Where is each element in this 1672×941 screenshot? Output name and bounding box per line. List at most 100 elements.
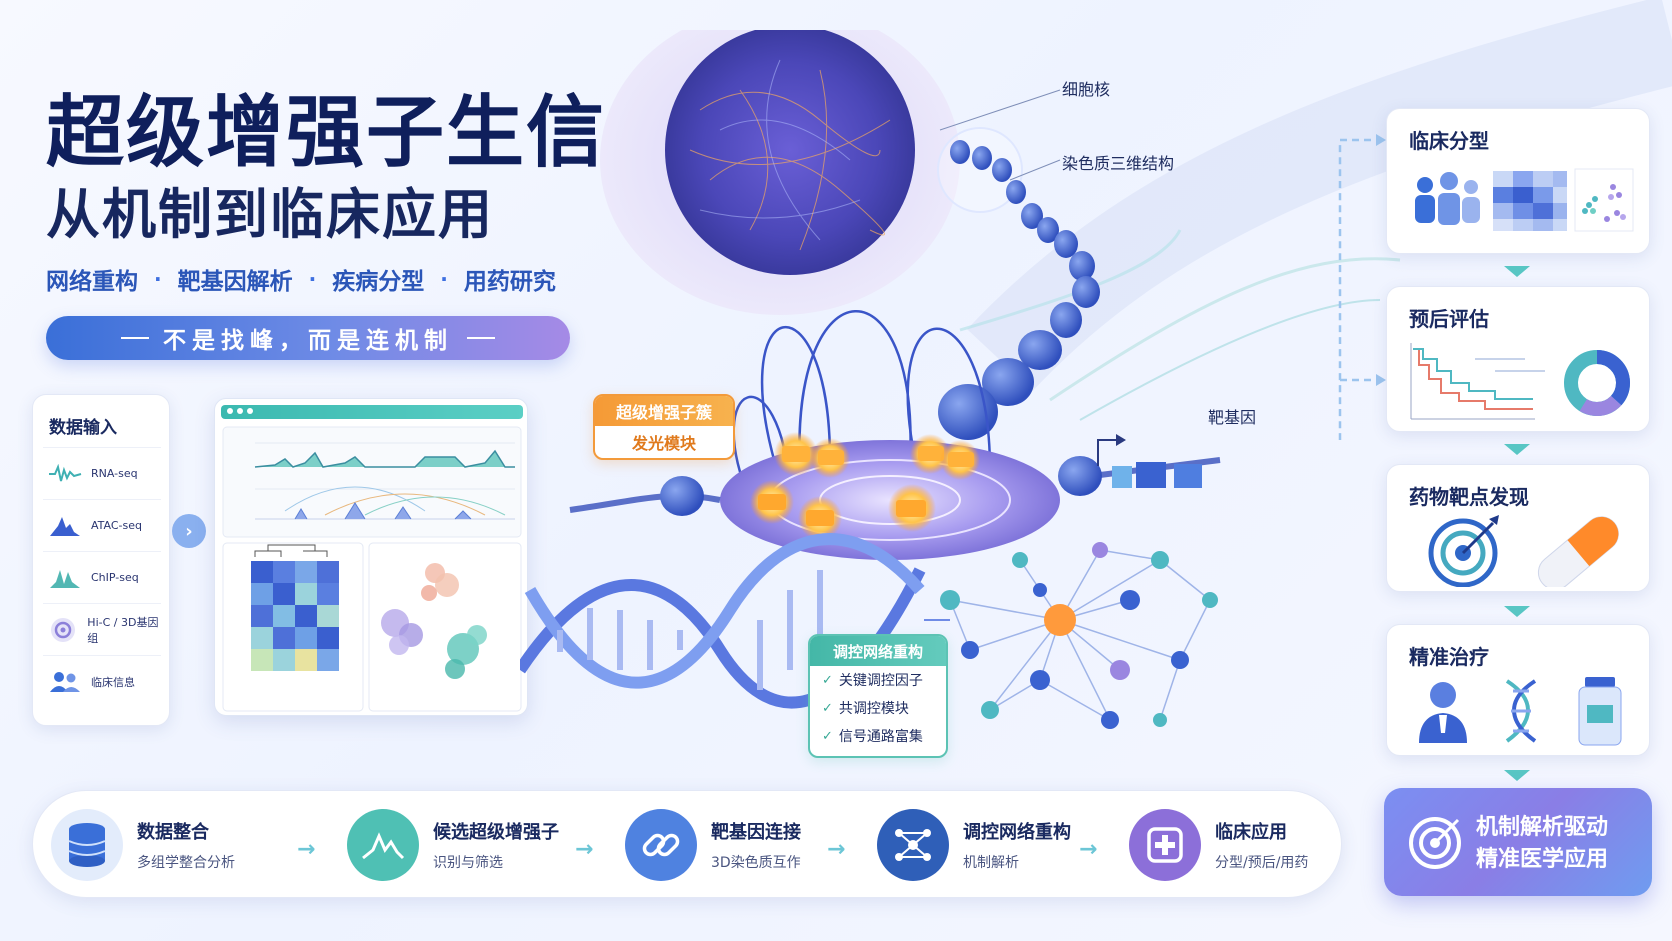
input-item-rna-seq: RNA-seq — [43, 447, 161, 499]
heatmap — [251, 544, 339, 671]
check-icon: ✓ — [822, 728, 833, 744]
nucleosome — [1058, 456, 1102, 496]
conclusion-text: 机制解析驱动 精准医学应用 — [1476, 812, 1608, 876]
input-item-label: ChIP-seq — [91, 571, 139, 584]
keyword-separator: · — [154, 267, 162, 291]
tss-arrow — [1097, 439, 1120, 466]
survival-curve-icon — [1410, 343, 1545, 420]
input-item-atac-seq: ATAC-seq — [43, 499, 161, 551]
card-title: 预后评估 — [1409, 307, 1489, 331]
donut-chart-icon — [1564, 350, 1630, 416]
slogan-banner: 不是找峰，而是连机制 — [46, 316, 570, 360]
card-title: 临床分型 — [1409, 129, 1489, 153]
scatter-icon — [1574, 168, 1634, 232]
conclusion-line-1: 机制解析驱动 — [1476, 815, 1609, 840]
down-arrow-icon — [1504, 770, 1530, 781]
medical-cross-icon — [1129, 809, 1201, 881]
dashboard-titlebar — [221, 405, 523, 419]
database-icon — [51, 809, 123, 881]
card-precision-therapy: 精准治疗 — [1386, 624, 1650, 756]
network-item: ✓信号通路富集 — [822, 728, 923, 746]
target-icon — [1409, 817, 1461, 869]
slogan-text: 不是找峰，而是连机制 — [163, 328, 453, 354]
pipeline-step-target-gene: 靶基因连接 3D染色质互作 — [625, 805, 801, 885]
arrow-right-icon: → — [575, 837, 594, 862]
down-arrow-icon — [1504, 606, 1530, 617]
keyword-separator: · — [308, 267, 317, 291]
nucleus-label: 细胞核 — [1062, 80, 1111, 99]
step-name: 调控网络重构 — [963, 822, 1071, 843]
super-enhancer-subtitle: 发光模块 — [631, 434, 696, 453]
chromatin-label: 染色质三维结构 — [1062, 154, 1175, 173]
people-icon — [47, 668, 83, 696]
nucleus — [665, 30, 915, 275]
nucleus-leader-line — [939, 89, 1061, 131]
dna-icon — [1505, 679, 1537, 743]
input-item-label: RNA-seq — [91, 467, 138, 480]
analysis-pipeline: 数据整合 多组学整合分析 → 候选超级增强子 识别与筛选 → 靶基因连接 3D染… — [32, 790, 1342, 898]
keyword-list: 网络重构 · 靶基因解析 · 疾病分型 · 用药研究 — [46, 262, 556, 296]
down-arrow-icon — [1504, 266, 1530, 277]
pipeline-step-candidate-se: 候选超级增强子 识别与筛选 — [347, 805, 559, 885]
input-item-label: ATAC-seq — [91, 519, 142, 532]
arrow-right-icon: → — [1079, 837, 1098, 862]
card-title: 药物靶点发现 — [1409, 485, 1529, 509]
card-drug-target: 药物靶点发现 — [1386, 464, 1650, 592]
capsule-icon — [1537, 516, 1619, 587]
page-subtitle: 从机制到临床应用 — [46, 183, 494, 246]
input-item-chip-seq: ChIP-seq — [43, 551, 161, 603]
keyword-separator: · — [440, 267, 448, 291]
step-name: 临床应用 — [1215, 822, 1287, 843]
link-icon — [625, 809, 697, 881]
target-gene-label: 靶基因 — [1208, 408, 1257, 427]
network-box-title: 调控网络重构 — [810, 636, 946, 666]
glowing-modules — [750, 432, 980, 540]
network-item: ✓共调控模块 — [822, 700, 909, 718]
person-icon — [1419, 682, 1467, 743]
window-dot — [247, 408, 253, 414]
input-item-label: Hi-C / 3D基因组 — [87, 615, 159, 645]
clinical-typing-graphics — [1415, 168, 1634, 232]
pipeline-step-network: 调控网络重构 机制解析 — [877, 805, 1071, 885]
heatmap-icon — [1493, 171, 1567, 231]
conclusion-line-2: 精准医学应用 — [1476, 847, 1609, 872]
super-enhancer-title: 超级增强子簇 — [595, 396, 733, 426]
peak-icon — [47, 512, 83, 540]
people-icon — [1415, 172, 1480, 225]
dashboard-graphics — [222, 426, 522, 712]
check-icon: ✓ — [822, 700, 833, 716]
target-icon — [47, 616, 79, 644]
chromatin-beads — [938, 140, 1100, 440]
window-dot — [237, 408, 243, 414]
step-desc: 3D染色质互作 — [711, 855, 801, 871]
step-desc: 分型/预后/用药 — [1215, 855, 1309, 871]
peak-icon — [347, 809, 419, 881]
input-item-label: 临床信息 — [91, 675, 135, 689]
step-name: 靶基因连接 — [711, 822, 801, 843]
window-dot — [227, 408, 233, 414]
data-input-panel: 数据输入 RNA-seq ATAC-seq ChIP-seq Hi-C / 3D… — [32, 394, 170, 726]
arrow-right-icon: → — [297, 837, 316, 862]
conclusion-card: 机制解析驱动 精准医学应用 — [1384, 788, 1652, 896]
pipeline-step-clinical: 临床应用 分型/预后/用药 — [1129, 805, 1308, 885]
step-desc: 识别与筛选 — [433, 855, 503, 871]
check-icon: ✓ — [822, 672, 833, 688]
chevron-right-icon: › — [172, 514, 206, 548]
network-reconstruction-box: 调控网络重构 ✓关键调控因子 ✓共调控模块 ✓信号通路富集 — [808, 634, 948, 758]
card-title: 精准治疗 — [1409, 645, 1489, 669]
keyword-2: 靶基因解析 — [177, 269, 293, 295]
nucleosome — [660, 476, 704, 516]
card-clinical-typing: 临床分型 — [1386, 108, 1650, 254]
step-desc: 多组学整合分析 — [137, 855, 235, 871]
prognosis-graphics — [1410, 343, 1630, 420]
analysis-dashboard — [214, 398, 528, 716]
network-item: ✓关键调控因子 — [822, 672, 923, 690]
target-icon — [1428, 515, 1499, 587]
network-icon — [877, 809, 949, 881]
scatter-plot — [381, 563, 487, 679]
arrow-right-icon: → — [827, 837, 846, 862]
step-desc: 机制解析 — [963, 855, 1019, 871]
keyword-3: 疾病分型 — [332, 269, 425, 295]
slogan-line-left — [121, 337, 149, 339]
